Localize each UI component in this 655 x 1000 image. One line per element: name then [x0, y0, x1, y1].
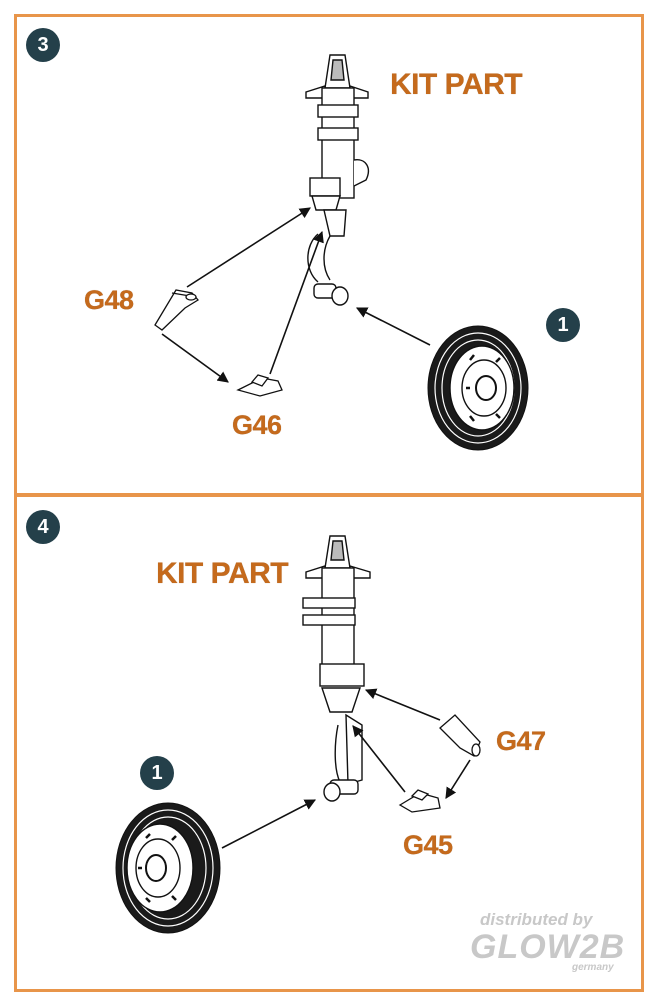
step-number-badge: 4: [26, 510, 60, 544]
wheel-drawing-4: [115, 802, 221, 934]
kit-part-label: KIT PART: [156, 557, 289, 590]
arrows-3: [161, 207, 431, 383]
part-label-g45: G45: [403, 830, 453, 860]
landing-gear-strut-3: [305, 54, 370, 306]
part-g48-drawing: [154, 289, 199, 331]
watermark-distributed-by: distributed by: [480, 910, 593, 929]
arrows-4: [221, 688, 471, 849]
step-number-badge: 3: [26, 28, 60, 62]
landing-gear-strut-4: [302, 535, 371, 802]
part-label-g48: G48: [84, 285, 134, 315]
part-g46-drawing: [236, 374, 283, 397]
wheel-drawing-3: [427, 325, 529, 451]
part-g45-drawing: [398, 789, 441, 813]
wheel-reference-badge: 1: [546, 308, 580, 342]
part-label-g46: G46: [232, 410, 282, 440]
part-label-g47: G47: [496, 726, 546, 756]
kit-part-label: KIT PART: [390, 68, 523, 101]
wheel-reference-badge: 1: [140, 756, 174, 790]
watermark-country: germany: [572, 962, 614, 973]
watermark-brand: GLOW2B: [470, 928, 626, 966]
part-g47-drawing: [439, 714, 481, 757]
